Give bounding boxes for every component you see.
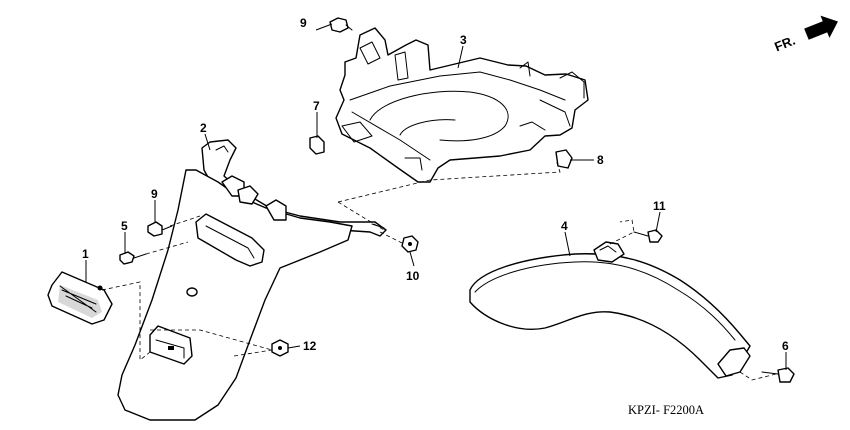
callout-2: 2: [200, 121, 207, 135]
callout-labels: 9 3 7 8 2 9 5 1 10 4 11 12 6: [82, 16, 789, 353]
screw-11: [633, 229, 663, 243]
screw-6: [761, 367, 795, 383]
clip-part-7: [309, 135, 325, 155]
front-arrow-icon: [804, 15, 838, 40]
reflector: [47, 271, 113, 325]
bolt-9-top: [329, 17, 353, 33]
callout-6: 6: [782, 339, 789, 353]
callout-7: 7: [313, 99, 320, 113]
callout-9-left: 9: [151, 187, 158, 201]
callout-5: 5: [121, 219, 128, 233]
assembly-lines: [101, 159, 777, 381]
callout-12: 12: [303, 339, 317, 353]
callout-10: 10: [406, 269, 420, 283]
callout-1: 1: [82, 247, 89, 261]
figure-code: KPZI- F2200A: [628, 403, 704, 417]
front-direction-label: FR.: [772, 33, 797, 55]
clip-part-8: [555, 149, 573, 169]
nut-10: [401, 235, 419, 253]
bolt-9-left: [147, 221, 173, 237]
inner-box: [335, 27, 589, 183]
nut-12: [271, 339, 289, 357]
callout-9-top: 9: [300, 16, 307, 30]
callout-leaders: [85, 23, 787, 370]
screw-5: [119, 251, 147, 265]
rear-fender: [117, 169, 353, 421]
front-direction-indicator: FR.: [772, 15, 838, 55]
inner-fender: [469, 241, 751, 379]
callout-3: 3: [460, 33, 467, 47]
callout-4: 4: [561, 219, 568, 233]
callout-8: 8: [597, 153, 604, 167]
callout-11: 11: [653, 199, 666, 213]
